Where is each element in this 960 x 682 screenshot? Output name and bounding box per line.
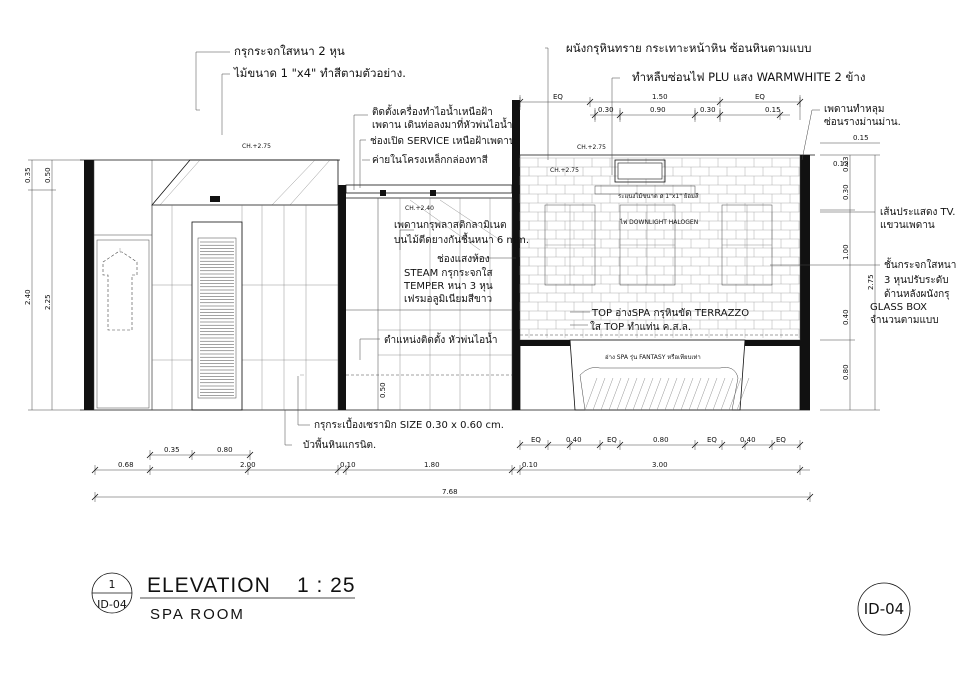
louvered-door [191, 221, 243, 411]
wall-column-left [338, 185, 346, 410]
drawing-subtitle: SPA ROOM [150, 606, 245, 623]
note-steam-room-3: TEMPER หนา 3 หุน [403, 281, 493, 292]
wall-column-mid [512, 100, 520, 410]
title-block: 1 ID-04 ELEVATION 1 : 25 SPA ROOM ID-04 [91, 572, 911, 636]
note-steam-room-1: ช่องแสงห้อง [437, 253, 490, 265]
note-top-terrazzo-2: ใส TOP ทำแท่น ค.ส.ล. [590, 321, 691, 333]
svg-text:0.40: 0.40 [740, 436, 756, 444]
svg-text:0.80: 0.80 [653, 436, 669, 444]
drawing-sheet-ref: ID-04 [97, 598, 127, 611]
note-curtain-2: ซ่อนรางม่านม่าน. [824, 117, 901, 128]
svg-text:2.00: 2.00 [240, 461, 256, 469]
note-steel-frame: ค่ายในโครงเหล็กกล่องทาสี [372, 152, 488, 166]
note-glass-shelf-4: GLASS BOX [870, 302, 927, 313]
svg-text:0.35: 0.35 [164, 446, 180, 454]
svg-text:0.10: 0.10 [340, 461, 356, 469]
note-service-opening: ช่องเปิด SERVICE เหนือฝ้าเพดาน. [370, 135, 519, 147]
svg-text:3.00: 3.00 [652, 461, 668, 469]
svg-text:1.80: 1.80 [424, 461, 440, 469]
svg-text:0.30: 0.30 [842, 184, 850, 200]
svg-text:2.75: 2.75 [867, 274, 875, 290]
svg-text:1.00: 1.00 [842, 244, 850, 260]
note-wood-strip: ระแนงไม้ขนาด ø 1"x1" ย้อมสี [618, 192, 699, 200]
svg-text:0.12: 0.12 [833, 160, 849, 168]
note-stone-wall: ผนังกรุหินทราย กระเทาะหน้าหิน ซ้อนหินตาม… [566, 41, 811, 55]
note-steam-room-2: STEAM กรุกระจกใส [404, 267, 493, 279]
svg-text:0.68: 0.68 [118, 461, 134, 469]
note-glass-shelf-5: จำนวนตามแบบ [870, 315, 939, 326]
dimension-lines [28, 95, 880, 502]
ceiling-height-a: CH.+2.75 [242, 143, 271, 150]
stone-wall [519, 154, 801, 341]
note-ceiling-pvc-1: เพดานกรุพลาสติกลามิเนต [394, 220, 506, 231]
svg-text:0.50: 0.50 [379, 382, 387, 398]
note-glass-shelf-2: 3 หุนปรับระดับ [884, 275, 949, 286]
svg-text:EQ: EQ [531, 436, 541, 444]
note-water-heater-1: ติดตั้งเครื่องทำไอน้ำเหนือฝ้า [372, 104, 493, 118]
ceiling-height-b: CH.+2.40 [405, 205, 434, 212]
note-tile: กรุกระเบื้องเซรามิก SIZE 0.30 x 0.60 cm. [314, 417, 504, 431]
svg-text:0.40: 0.40 [842, 309, 850, 325]
note-steam-nozzle: ตำแหน่งติดตั้ง หัวพ่นไอน้ำ [384, 332, 498, 346]
ceiling-height-d: CH.+2.75 [550, 167, 579, 174]
svg-text:EQ: EQ [707, 436, 717, 444]
note-tv-1: เส้นประแสดง TV. [880, 206, 955, 218]
dimension-labels: EQ 1.50 EQ 0.30 0.90 0.30 0.15 0.15 0.12… [24, 93, 875, 496]
spa-tub [519, 339, 801, 411]
note-spa-tub: อ่าง SPA รุ่น FANTASY หรือเทียบเท่า [605, 353, 701, 361]
wardrobe [93, 159, 153, 411]
note-ceiling-pvc-2: บนไม้ตีดยางกันชื้นหนา 6 mm. [394, 232, 529, 246]
right-wall [800, 155, 810, 410]
svg-text:EQ: EQ [755, 93, 765, 101]
sheet-badge: ID-04 [864, 600, 904, 618]
svg-text:0.15: 0.15 [853, 134, 869, 142]
note-top-terrazzo-1: TOP อ่างSPA กรุหินขัด TERRAZZO [591, 308, 749, 319]
drawing-scale: 1 : 25 [297, 574, 356, 597]
svg-text:0.80: 0.80 [217, 446, 233, 454]
note-curtain-1: เพดานทำหลุม [824, 104, 884, 115]
drawing-number: 1 [109, 578, 116, 591]
left-wall [84, 160, 94, 410]
svg-text:EQ: EQ [553, 93, 563, 101]
note-steam-room-4: เฟรมอลูมิเนียมสีขาว [404, 293, 492, 305]
svg-text:0.30: 0.30 [598, 106, 614, 114]
svg-text:2.40: 2.40 [24, 289, 32, 305]
drawing-title: ELEVATION [147, 574, 271, 597]
svg-text:0.30: 0.30 [700, 106, 716, 114]
note-tv-2: แขวนเพดาน [880, 220, 935, 231]
svg-text:0.35: 0.35 [24, 167, 32, 183]
svg-text:0.23: 0.23 [842, 156, 850, 172]
note-glass-shelf-1: ชั้นกระจกใสหนา [884, 257, 956, 271]
note-skirting: บัวพื้นหินแกรนิต. [303, 437, 376, 451]
ceiling-height-c: CH.+2.75 [577, 144, 606, 151]
tiled-wall [151, 159, 339, 411]
svg-text:2.25: 2.25 [44, 294, 52, 310]
leader-lines [195, 47, 880, 446]
note-wood-size: ไม้ขนาด 1 "x4" ทำสีตามตัวอย่าง. [233, 66, 406, 80]
svg-text:1.50: 1.50 [652, 93, 668, 101]
svg-text:7.68: 7.68 [442, 488, 458, 496]
svg-text:0.90: 0.90 [650, 106, 666, 114]
svg-text:0.10: 0.10 [522, 461, 538, 469]
note-glass-door: กรุกระจกใสหนา 2 หุน [234, 44, 345, 58]
note-glass-shelf-3: ด้านหลังผนังกรุ [884, 288, 950, 300]
note-hidden-light: ทำหลืบซ่อนไฟ PLU แสง WARMWHITE 2 ข้าง [632, 70, 865, 84]
svg-text:0.40: 0.40 [566, 436, 582, 444]
svg-text:EQ: EQ [607, 436, 617, 444]
note-water-heater-2: เพดาน เดินท่อลงมาที่หัวพ่นไอน้ำ. [372, 117, 516, 131]
svg-text:0.50: 0.50 [44, 167, 52, 183]
note-downlight: ไฟ DOWNLIGHT HALOGEN [619, 218, 698, 226]
svg-text:EQ: EQ [776, 436, 786, 444]
svg-text:0.80: 0.80 [842, 364, 850, 380]
svg-text:0.15: 0.15 [765, 106, 781, 114]
